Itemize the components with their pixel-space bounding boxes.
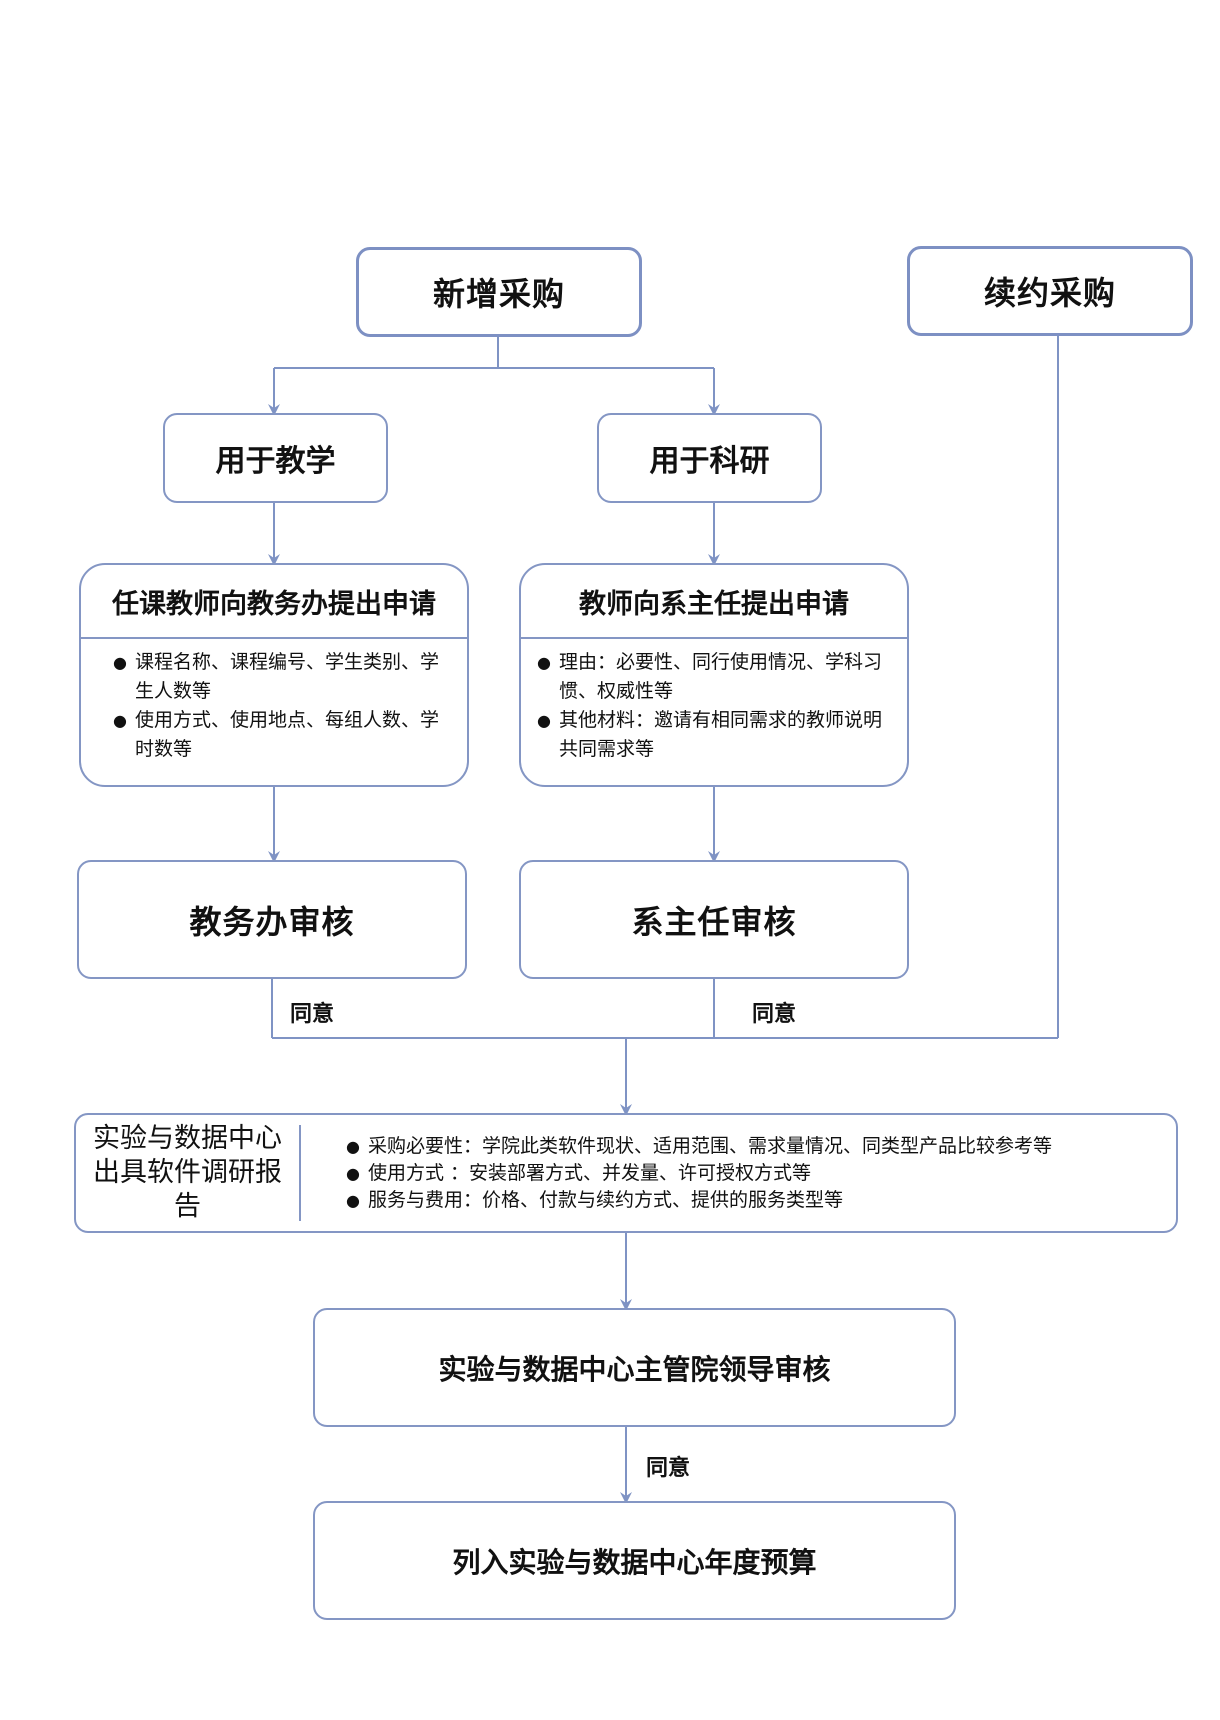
teaching-label: 用于教学	[215, 444, 336, 479]
research-node: 用于科研	[597, 413, 822, 503]
academic-review-label: 教务办审核	[189, 902, 355, 941]
agree-bottom-label: 同意	[646, 1455, 691, 1481]
report-item: 使用方式 ：安装部署方式、并发量、许可授权方式等	[346, 1160, 1166, 1187]
teaching-node: 用于教学	[163, 413, 388, 503]
new-purchase-node: 新增采购	[356, 247, 642, 337]
dept-review-node: 系主任审核	[519, 860, 909, 979]
dept-review-label: 系主任审核	[631, 902, 797, 941]
academic-review-node: 教务办审核	[77, 860, 467, 979]
research-apply-item: 其他材料：邀请有相同需求的教师说明共同需求等	[537, 706, 893, 764]
report-title: 实验与数据中心出具软件调研报告	[76, 1123, 301, 1222]
agree-left-label: 同意	[290, 1001, 335, 1027]
leader-review-label: 实验与数据中心主管院领导审核	[438, 1352, 831, 1386]
teacher-apply-list: 课程名称、课程编号、学生类别、学生人数等 使用方式、使用地点、每组人数、学时数等	[113, 648, 453, 764]
research-apply-item: 理由：必要性、同行使用情况、学科习惯、权威性等	[537, 648, 893, 706]
research-apply-node: 教师向系主任提出申请 理由：必要性、同行使用情况、学科习惯、权威性等 其他材料：…	[519, 563, 909, 787]
teacher-apply-item: 使用方式、使用地点、每组人数、学时数等	[113, 706, 453, 764]
research-apply-list: 理由：必要性、同行使用情况、学科习惯、权威性等 其他材料：邀请有相同需求的教师说…	[537, 648, 893, 764]
report-node: 实验与数据中心出具软件调研报告 采购必要性：学院此类软件现状、适用范围、需求量情…	[74, 1113, 1178, 1233]
research-apply-title: 教师向系主任提出申请	[579, 588, 849, 620]
renew-purchase-label: 续约采购	[983, 274, 1116, 312]
renew-purchase-node: 续约采购	[907, 246, 1193, 336]
budget-label: 列入实验与数据中心年度预算	[452, 1545, 817, 1579]
new-purchase-label: 新增采购	[432, 275, 565, 313]
report-item: 采购必要性：学院此类软件现状、适用范围、需求量情况、同类型产品比较参考等	[346, 1133, 1166, 1160]
teacher-apply-node: 任课教师向教务办提出申请 课程名称、课程编号、学生类别、学生人数等 使用方式、使…	[79, 563, 469, 787]
teacher-apply-title: 任课教师向教务办提出申请	[112, 588, 436, 620]
agree-right-label: 同意	[752, 1001, 797, 1027]
teacher-apply-item: 课程名称、课程编号、学生类别、学生人数等	[113, 648, 453, 706]
report-list: 采购必要性：学院此类软件现状、适用范围、需求量情况、同类型产品比较参考等 使用方…	[346, 1133, 1166, 1214]
report-item: 服务与费用：价格、付款与续约方式、提供的服务类型等	[346, 1187, 1166, 1214]
budget-node: 列入实验与数据中心年度预算	[313, 1501, 956, 1620]
research-label: 用于科研	[649, 444, 770, 479]
leader-review-node: 实验与数据中心主管院领导审核	[313, 1308, 956, 1427]
